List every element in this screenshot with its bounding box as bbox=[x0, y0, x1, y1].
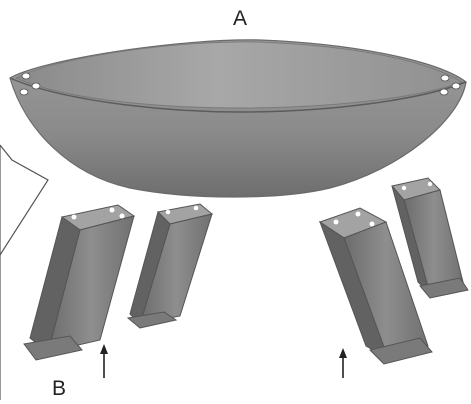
label-bowl: A bbox=[233, 8, 247, 29]
label-legs: B bbox=[52, 378, 66, 399]
handle-hole bbox=[452, 83, 460, 89]
leg-front-left bbox=[24, 205, 134, 360]
arrow-up-icon bbox=[339, 348, 347, 378]
handle-hole bbox=[32, 83, 40, 89]
handle-hole bbox=[440, 89, 448, 95]
callout-bracket bbox=[0, 145, 48, 400]
handle-hole bbox=[20, 89, 28, 95]
leg-back-left bbox=[128, 204, 212, 328]
handle-hole bbox=[22, 73, 30, 79]
fire-bowl bbox=[10, 40, 466, 197]
handle-hole bbox=[441, 75, 449, 81]
arrow-up-icon bbox=[100, 344, 108, 378]
